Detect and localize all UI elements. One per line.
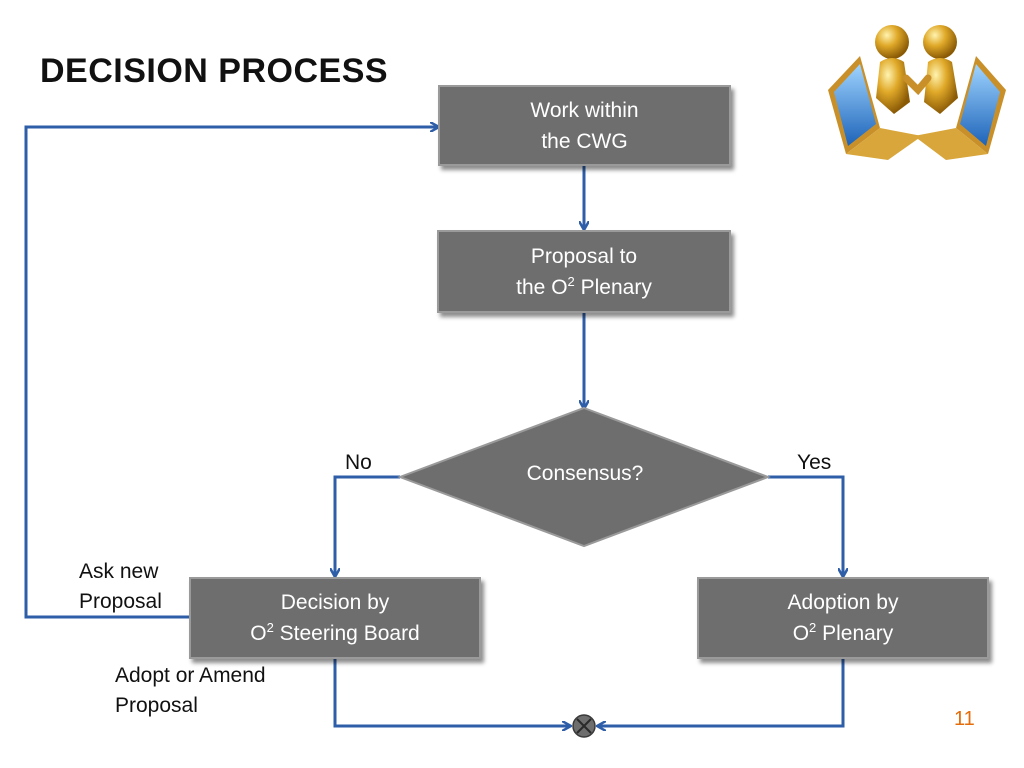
page-number: 11 [954, 708, 975, 730]
proposal-box-line2: the O2 Plenary [516, 273, 652, 299]
consensus-diamond [397, 406, 771, 548]
no-label: No [345, 451, 372, 474]
work-box-line1: Work within [530, 98, 639, 122]
yes-label: Yes [797, 451, 832, 474]
arrow-no-branch [335, 475, 400, 576]
work-within-cwg-box: Work within the CWG [438, 85, 731, 166]
adoption-box: Adoption by O2 Plenary [697, 577, 989, 659]
proposal-box: Proposal to the O2 Plenary [437, 230, 731, 313]
slide-title: DECISION PROCESS [40, 52, 389, 90]
arrow-yes-branch [768, 475, 843, 576]
adopt-or-amend-label: Adopt or Amend Proposal [115, 664, 266, 717]
arrow-adoption-to-merge [598, 659, 845, 726]
handshake-logo-icon [828, 25, 1006, 160]
work-box-line2: the CWG [541, 129, 628, 153]
consensus-label: Consensus? [526, 462, 644, 485]
arrow-ask-new-proposal-loop [24, 127, 438, 619]
steering-box-line1: Decision by [280, 591, 390, 614]
ask-new-proposal-label: Ask new Proposal [79, 560, 162, 613]
adoption-box-line2: O2 Plenary [792, 620, 894, 645]
merge-junction-icon [572, 714, 596, 738]
steering-box-line2: O2 Steering Board [250, 620, 420, 645]
steering-board-box: Decision by O2 Steering Board [189, 577, 481, 659]
adoption-box-line1: Adoption by [787, 591, 899, 614]
proposal-box-line1: Proposal to [530, 244, 638, 268]
arrow-steering-to-merge [333, 659, 570, 726]
